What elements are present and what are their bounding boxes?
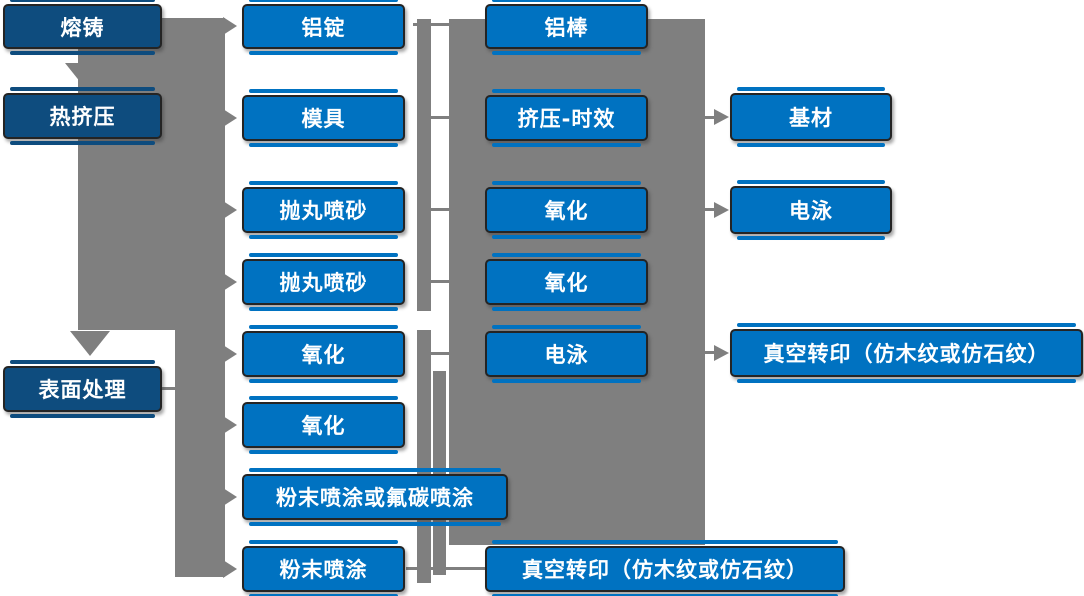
node-label: 挤压-时效 [517, 107, 616, 131]
link-oxidation-to-electrophoresis [431, 352, 450, 355]
node-label: 熔铸 [60, 15, 105, 40]
node-label: 氧化 [301, 343, 346, 367]
node-hot-extrusion: 热挤压 [3, 87, 162, 145]
node-label: 模具 [301, 107, 346, 131]
node-powder-coating: 粉末喷涂 [242, 540, 405, 596]
node-melting-casting: 熔铸 [3, 0, 162, 55]
node-oxidation-3: 氧化 [485, 181, 648, 239]
link-shot-blasting-to-oxidation [431, 208, 450, 211]
node-vacuum-transfer-print-bottom: 真空转印（仿木纹或仿石纹） [485, 540, 845, 596]
node-label: 氧化 [301, 414, 346, 438]
right-arrowhead-to-powder-or-fluorocarbon [223, 488, 237, 506]
right-arrowhead-to-powder-coating [223, 560, 237, 578]
node-label: 氧化 [544, 271, 589, 295]
link-surface-treatment-to-band [162, 387, 176, 390]
node-label: 抛丸喷砂 [279, 271, 368, 295]
node-label: 粉末喷涂 [279, 558, 368, 582]
link-oxidation-to-electrophoresis-right [702, 208, 715, 211]
connector-bar-col2-col3-lower2 [433, 371, 446, 575]
right-arrowhead-to-oxidation-1 [223, 345, 237, 363]
node-oxidation-2: 氧化 [242, 396, 405, 454]
node-label: 铝锭 [301, 15, 346, 40]
connector-bar-col2-col3-lower [417, 330, 431, 583]
node-label: 电泳 [544, 343, 589, 367]
node-label: 热挤压 [49, 105, 116, 129]
node-label: 抛丸喷砂 [279, 199, 368, 223]
node-surface-treatment: 表面处理 [3, 360, 162, 418]
node-shot-blasting-1: 抛丸喷砂 [242, 181, 405, 239]
right-arrowhead-to-vacuum-transfer [714, 345, 729, 361]
node-electrophoresis-2: 电泳 [730, 180, 892, 240]
connector-band-surface-treatment [175, 330, 225, 577]
link-powder-coating-to-vacuum-transfer [406, 567, 485, 570]
right-arrowhead-to-mold [223, 109, 237, 127]
node-vacuum-transfer-print-right: 真空转印（仿木纹或仿石纹） [730, 323, 1083, 383]
node-mold: 模具 [242, 89, 405, 147]
down-arrowhead-to-surface-treatment [70, 331, 110, 356]
node-substrate: 基材 [730, 87, 892, 147]
link-shot-blasting-to-oxidation-2 [431, 280, 450, 283]
node-shot-blasting-2: 抛丸喷砂 [242, 253, 405, 311]
node-label: 电泳 [789, 199, 833, 223]
node-label: 基材 [789, 106, 833, 130]
down-arrowhead-to-hot-extrusion [65, 63, 105, 88]
connector-bar-col2-col3-upper [417, 19, 431, 311]
right-arrowhead-to-shot-blasting-1 [223, 201, 237, 219]
right-arrowhead-to-aluminum-ingot [223, 17, 237, 35]
node-label: 粉末喷涂或氟碳喷涂 [276, 486, 474, 510]
node-aluminum-ingot: 铝锭 [242, 0, 405, 55]
node-label: 真空转印（仿木纹或仿石纹） [763, 342, 1050, 366]
node-label: 真空转印（仿木纹或仿石纹） [522, 558, 808, 582]
link-electrophoresis-to-vacuum-transfer [702, 351, 715, 354]
node-extrusion-aging: 挤压-时效 [485, 89, 648, 147]
right-arrowhead-to-oxidation-2 [223, 416, 237, 434]
node-aluminum-rod: 铝棒 [485, 0, 648, 55]
link-mold-to-extrusion-aging [431, 116, 450, 119]
node-electrophoresis-1: 电泳 [485, 325, 648, 383]
node-powder-or-fluorocarbon-coating: 粉末喷涂或氟碳喷涂 [242, 468, 508, 526]
node-oxidation-4: 氧化 [485, 253, 648, 311]
link-aluminum-ingot-to-rod [413, 23, 450, 26]
node-label: 表面处理 [38, 378, 127, 402]
right-arrowhead-to-shot-blasting-2 [223, 273, 237, 291]
node-label: 氧化 [544, 199, 589, 223]
right-arrowhead-to-electrophoresis [714, 202, 729, 218]
node-oxidation-1: 氧化 [242, 325, 405, 383]
link-extrusion-aging-to-substrate [702, 116, 715, 119]
right-arrowhead-to-substrate [714, 109, 729, 125]
node-label: 铝棒 [544, 15, 589, 40]
